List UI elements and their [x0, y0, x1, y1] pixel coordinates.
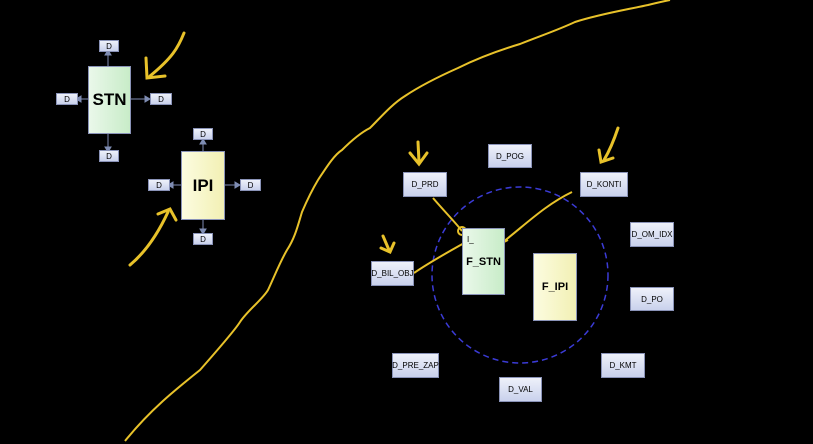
ipi-dim-right: D [240, 179, 261, 191]
d-kmt-box: D_KMT [601, 353, 645, 378]
d-pre-zap-label: D_PRE_ZAP [392, 361, 439, 370]
stn-dim-bottom: D [99, 150, 119, 162]
stn-fact-box: STN [88, 66, 131, 134]
arrow-to-stn [148, 31, 186, 78]
f-stn-label: F_STN [466, 255, 501, 268]
d-om-idx-box: D_OM_IDX [630, 222, 674, 247]
stn-dim-left: D [56, 93, 78, 105]
d-pog-label: D_POG [495, 151, 524, 161]
arrow-to-d-konti [602, 126, 620, 162]
f-stn-fact-box: I_ F_STN [462, 228, 505, 295]
dim-label: D [64, 94, 70, 104]
d-konti-box: D_KONTI [580, 172, 628, 197]
ipi-label: IPI [192, 175, 214, 195]
arrow-to-d-prd [416, 140, 421, 164]
dim-label: D [158, 94, 164, 104]
join-line-d-konti [502, 191, 573, 243]
ipi-dim-top: D [193, 128, 213, 140]
d-prd-label: D_PRD [411, 180, 439, 189]
arrow-to-d-bil-obj-head [379, 241, 396, 254]
d-val-label: D_VAL [508, 385, 533, 394]
f-ipi-label: F_IPI [541, 281, 569, 293]
stn-dim-top: D [99, 40, 119, 52]
stn-connectors [75, 49, 151, 153]
d-prd-box: D_PRD [403, 172, 447, 197]
divider-curve [124, 0, 671, 442]
dim-label: D [156, 180, 162, 190]
ipi-dim-left: D [148, 179, 170, 191]
dim-label: D [247, 180, 254, 190]
join-line-d-bil-obj [413, 241, 467, 274]
stn-label: STN [92, 90, 127, 109]
d-pre-zap-box: D_PRE_ZAP [392, 353, 439, 378]
d-konti-label: D_KONTI [586, 180, 622, 189]
arrow-to-ipi-head [156, 207, 178, 222]
dim-label: D [106, 41, 112, 51]
d-om-idx-label: D_OM_IDX [631, 230, 673, 239]
arrow-to-d-bil-obj [381, 234, 391, 252]
d-po-box: D_PO [630, 287, 674, 311]
arrow-to-ipi [128, 210, 170, 267]
stn-dim-right: D [150, 93, 172, 105]
arrow-to-stn-head [144, 56, 167, 80]
ipi-connectors [167, 138, 241, 235]
join-line-d-prd [432, 197, 463, 232]
dim-label: D [200, 129, 206, 139]
fact-group-circle [431, 186, 609, 364]
f-stn-mark: I_ [467, 235, 474, 244]
dim-label: D [106, 151, 112, 161]
dim-label: D [200, 234, 206, 244]
d-bil-obj-box: D_BIL_OBJ [371, 261, 414, 286]
ipi-dim-bottom: D [193, 233, 213, 245]
d-bil-obj-label: D_BIL_OBJ [371, 269, 414, 278]
arrow-to-d-konti-head [597, 148, 615, 164]
d-po-label: D_PO [641, 294, 663, 304]
d-val-box: D_VAL [499, 377, 542, 402]
arrow-to-d-prd-head [408, 151, 429, 167]
d-kmt-label: D_KMT [609, 361, 637, 370]
d-pog-box: D_POG [488, 144, 532, 168]
f-ipi-fact-box: F_IPI [533, 253, 577, 321]
ipi-fact-box: IPI [181, 151, 225, 220]
